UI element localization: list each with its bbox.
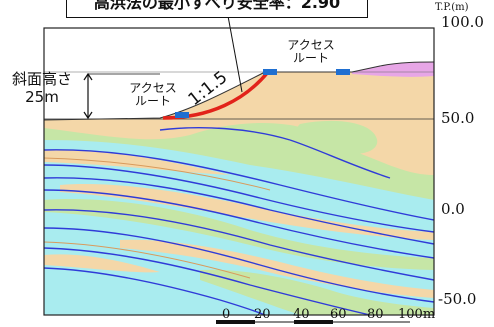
sand-lens-3: [120, 239, 434, 298]
y-tick-100: 100.0: [441, 13, 484, 31]
scale-bar: [216, 320, 410, 324]
fault-lines: [43, 127, 435, 316]
green-lens-3: [200, 269, 434, 315]
access-route-marker-lower: [175, 112, 189, 118]
x-scale-tick-100m: 100m: [398, 307, 436, 322]
min-safety-factor-callout: 高浜法の最小すべり安全率：2.90: [66, 0, 368, 18]
slope-height-dimension: [83, 72, 160, 120]
x-scale-tick-80: 80: [367, 307, 384, 322]
horizon-lines: [43, 157, 271, 279]
slope-height-line1: 斜面高さ: [11, 70, 72, 88]
x-scale-tick-0: 0: [222, 307, 231, 322]
access-route-upper-line2: ルート: [292, 51, 329, 65]
access-route-lower-line2: ルート: [134, 94, 171, 108]
y-tick-minus-50: -50.0: [438, 290, 477, 308]
green-lens-1: [297, 120, 378, 155]
access-route-marker-upper-right: [336, 69, 350, 75]
access-route-lower-line1: アクセス: [129, 81, 177, 95]
callout-leader: [227, 15, 243, 93]
y-tick-0: 0.0: [441, 200, 465, 218]
access-route-label-upper: アクセス ルート: [279, 39, 343, 65]
section-frame: [43, 27, 435, 316]
y-tick-50: 50.0: [441, 109, 475, 127]
top-soil-layer: [352, 62, 434, 77]
sand-lens-1: [44, 149, 230, 175]
x-scale-tick-60: 60: [330, 307, 347, 322]
y-axis-unit: T.P.(m): [435, 2, 469, 13]
sand-lens-4: [44, 254, 160, 273]
access-route-label-lower: アクセス ルート: [121, 82, 185, 108]
sand-layer-surface: [44, 68, 434, 175]
x-scale-tick-40: 40: [293, 307, 310, 322]
slope-height-label: 斜面高さ 25m: [2, 70, 82, 106]
access-route-marker-upper-left: [263, 69, 277, 75]
slope-height-line2: 25m: [25, 88, 59, 106]
access-route-upper-line1: アクセス: [287, 38, 335, 52]
x-scale-tick-20: 20: [254, 307, 271, 322]
